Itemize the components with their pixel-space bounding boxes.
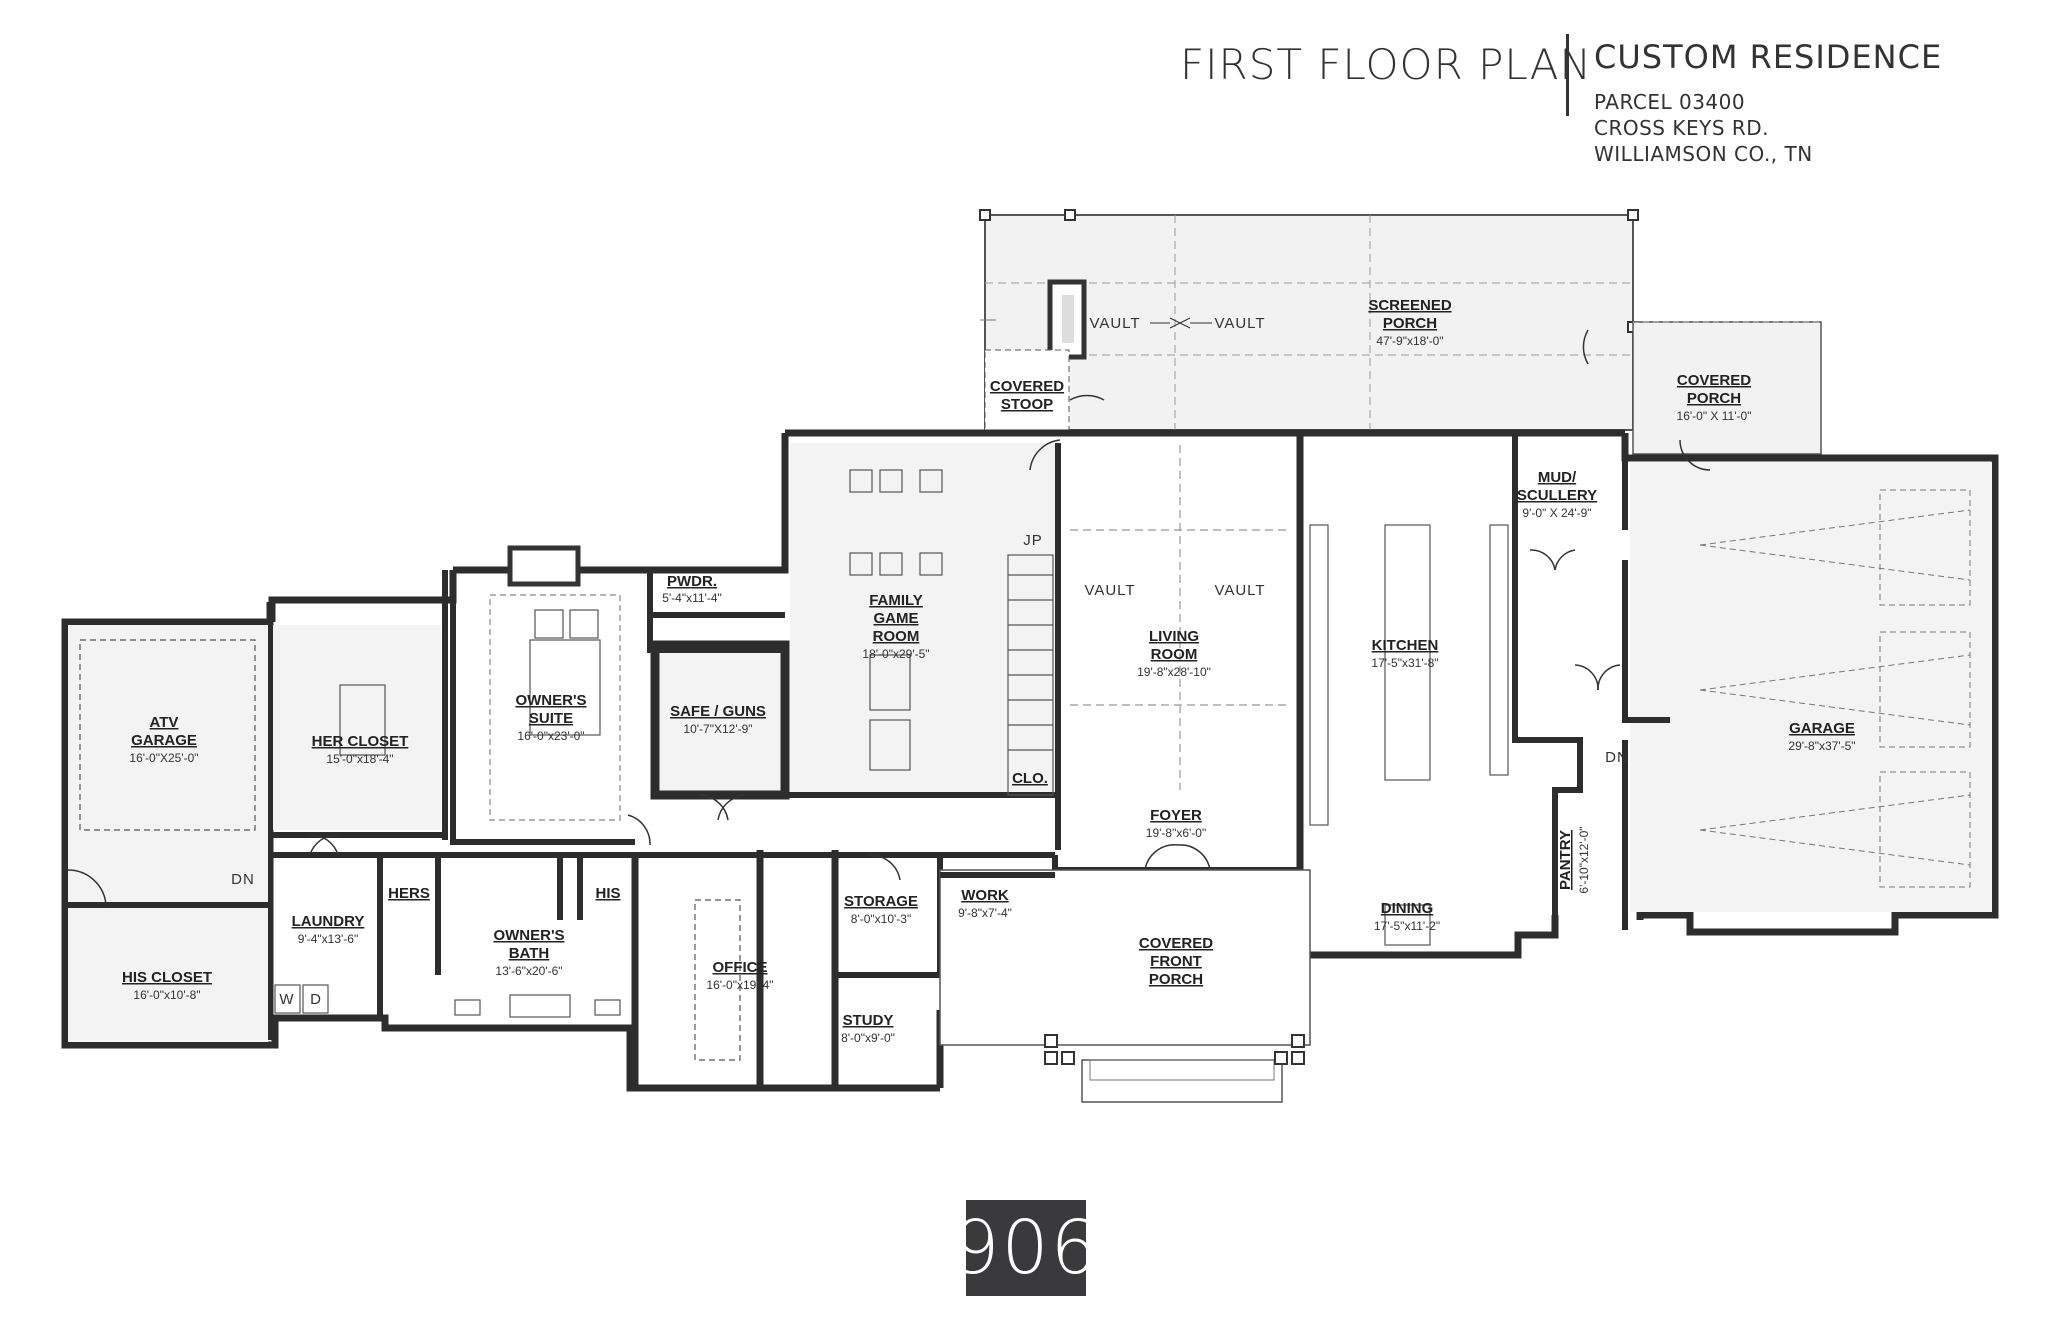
dim-study: 8'-0"x9'-0" bbox=[841, 1031, 895, 1045]
dim-atv-garage: 16'-0"X25'-0" bbox=[129, 751, 198, 765]
covered-porch-area bbox=[1582, 321, 1822, 455]
label-living-room-2: ROOM bbox=[1151, 646, 1198, 663]
label-foyer: FOYER bbox=[1150, 807, 1202, 824]
covered-stoop-area bbox=[980, 319, 1105, 431]
label-pwdr: PWDR. bbox=[667, 573, 717, 590]
screened-porch-area bbox=[979, 209, 1639, 431]
dim-covered-porch: 16'-0" X 11'-0" bbox=[1677, 409, 1752, 423]
label-family-game-3: ROOM bbox=[873, 628, 920, 645]
label-work: WORK bbox=[961, 887, 1009, 904]
dim-living-room: 19'-8"x28'-10" bbox=[1137, 665, 1211, 679]
label-living-room-1: LIVING bbox=[1149, 628, 1199, 645]
label-covered-porch-1: COVERED bbox=[1677, 372, 1751, 389]
label-front-porch-1: COVERED bbox=[1139, 935, 1213, 952]
plan-number: 906 bbox=[952, 1205, 1100, 1291]
label-family-game-2: GAME bbox=[874, 610, 919, 627]
project-name: CUSTOM RESIDENCE bbox=[1594, 38, 1943, 76]
dim-his-closet: 16'-0"x10'-8" bbox=[133, 988, 200, 1002]
plan-number-badge: 906 bbox=[952, 1200, 1098, 1296]
label-clo: CLO. bbox=[1012, 770, 1048, 787]
interior-walls bbox=[65, 433, 1670, 1018]
label-her-closet: HER CLOSET bbox=[312, 733, 409, 750]
dim-office: 16'-0"x19'-4" bbox=[706, 978, 773, 992]
note-vault-living-2: VAULT bbox=[1214, 582, 1265, 599]
note-washer: W bbox=[279, 991, 294, 1008]
label-covered-stoop-2: STOOP bbox=[1001, 396, 1053, 413]
fixtures bbox=[79, 445, 1509, 1061]
label-pantry: PANTRY bbox=[1557, 830, 1574, 890]
door-swings bbox=[67, 439, 1711, 906]
note-dryer: D bbox=[310, 991, 322, 1008]
dim-dining: 17'-5"x11'-2" bbox=[1374, 919, 1440, 933]
address-county: WILLIAMSON CO., TN bbox=[1594, 142, 1813, 166]
label-front-porch-2: FRONT bbox=[1150, 953, 1202, 970]
dim-laundry: 9'-4"x13'-6" bbox=[298, 932, 358, 946]
address-parcel: PARCEL 03400 bbox=[1594, 90, 1746, 114]
label-covered-porch-2: PORCH bbox=[1687, 390, 1741, 407]
title-divider bbox=[1566, 34, 1569, 116]
note-jp: JP bbox=[1023, 532, 1043, 549]
plan-title: FIRST FLOOR PLAN bbox=[1180, 40, 1592, 89]
dim-mud: 9'-0" X 24'-9" bbox=[1522, 506, 1591, 520]
label-owners-suite-2: SUITE bbox=[529, 710, 573, 727]
dim-screened-porch: 47'-9"x18'-0" bbox=[1376, 334, 1443, 348]
garage-doors bbox=[1699, 489, 1971, 888]
dim-foyer: 19'-8"x6'-0" bbox=[1146, 826, 1206, 840]
dim-garage: 29'-8"x37'-5" bbox=[1788, 739, 1855, 753]
note-vault-porch-1: VAULT bbox=[1089, 315, 1140, 332]
label-mud-1: MUD/ bbox=[1538, 469, 1577, 486]
label-garage: GARAGE bbox=[1789, 720, 1855, 737]
dim-storage: 8'-0"x10'-3" bbox=[851, 912, 911, 926]
dim-kitchen: 17'-5"x31'-8" bbox=[1371, 656, 1438, 670]
note-vault-living-1: VAULT bbox=[1084, 582, 1135, 599]
room-labels: SCREENED PORCH 47'-9"x18'-0" VAULT VAULT… bbox=[122, 297, 1856, 1045]
address-road: CROSS KEYS RD. bbox=[1594, 116, 1770, 140]
label-screened-porch-2: PORCH bbox=[1383, 315, 1437, 332]
label-atv-garage-1: ATV bbox=[150, 714, 179, 731]
label-kitchen: KITCHEN bbox=[1372, 637, 1439, 654]
label-owners-bath-1: OWNER'S bbox=[493, 927, 564, 944]
label-dining: DINING bbox=[1381, 900, 1434, 917]
label-atv-garage-2: GARAGE bbox=[131, 732, 197, 749]
label-storage: STORAGE bbox=[844, 893, 918, 910]
front-porch-area bbox=[939, 869, 1311, 1103]
dim-work: 9'-8"x7'-4" bbox=[958, 906, 1012, 920]
label-front-porch-3: PORCH bbox=[1149, 971, 1203, 988]
dim-family-game: 18'-0"x29'-5" bbox=[862, 647, 929, 661]
label-study: STUDY bbox=[843, 1012, 894, 1029]
title-block: FIRST FLOOR PLAN CUSTOM RESIDENCE PARCEL… bbox=[0, 0, 2048, 180]
dim-owners-bath: 13'-6"x20'-6" bbox=[495, 964, 562, 978]
note-dn-garage: DN bbox=[1605, 749, 1629, 766]
dim-safe-guns: 10'-7"X12'-9" bbox=[683, 722, 752, 736]
label-covered-stoop-1: COVERED bbox=[990, 378, 1064, 395]
label-owners-suite-1: OWNER'S bbox=[515, 692, 586, 709]
note-dn-atv: DN bbox=[231, 871, 255, 888]
label-office: OFFICE bbox=[713, 959, 768, 976]
room-fills bbox=[68, 443, 1992, 1042]
dim-pantry: 6'-10"x12'-0" bbox=[1577, 826, 1591, 893]
label-hers: HERS bbox=[388, 885, 430, 902]
label-owners-bath-2: BATH bbox=[509, 945, 550, 962]
label-safe-guns: SAFE / GUNS bbox=[670, 703, 766, 720]
label-his-closet: HIS CLOSET bbox=[122, 969, 212, 986]
label-mud-2: SCULLERY bbox=[1517, 487, 1597, 504]
note-vault-porch-2: VAULT bbox=[1214, 315, 1265, 332]
label-family-game-1: FAMILY bbox=[869, 592, 923, 609]
dim-pwdr: 5'-4"x11'-4" bbox=[662, 591, 722, 605]
label-laundry: LAUNDRY bbox=[292, 913, 365, 930]
label-screened-porch-1: SCREENED bbox=[1368, 297, 1452, 314]
dim-her-closet: 15'-0"x18'-4" bbox=[326, 752, 393, 766]
dim-owners-suite: 16'-0"x23'-0" bbox=[517, 729, 584, 743]
label-his: HIS bbox=[595, 885, 620, 902]
